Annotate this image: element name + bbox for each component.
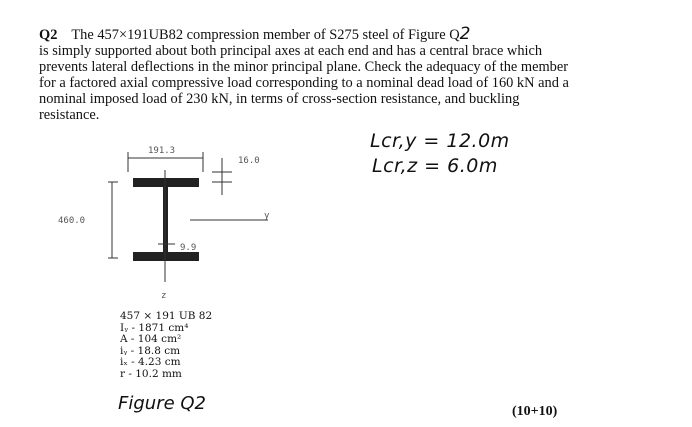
y-axis-label: y: [264, 211, 270, 221]
flange-thickness-dimension: [212, 158, 232, 195]
handwritten-lcr-y: Lcr,y = 12.0m: [370, 130, 510, 152]
height-label: 460.0: [58, 216, 85, 226]
question-line-5: nominal imposed load of 230 kN, in terms…: [39, 91, 520, 107]
bottom-flange: [133, 252, 199, 261]
question-line-3: prevents lateral deflections in the mino…: [39, 59, 569, 75]
web-thickness-label: 9.9: [180, 243, 196, 253]
figure-caption: Figure Q2: [118, 393, 207, 414]
question-line-2: is simply supported about both principal…: [39, 43, 543, 59]
handwritten-correction: 2: [459, 24, 471, 44]
width-dimension: [127, 152, 204, 172]
property-radius-z: iₓ - 4.23 cm: [120, 356, 181, 368]
property-root-radius: r - 10.2 mm: [120, 367, 182, 380]
top-flange: [133, 178, 199, 187]
property-area: A - 104 cm²: [120, 333, 182, 345]
property-iy: Iᵧ - 1871 cm⁴: [120, 321, 189, 334]
height-dimension: [108, 181, 118, 259]
width-label: 191.3: [148, 146, 175, 156]
property-radius-y: iᵧ - 18.8 cm: [120, 344, 181, 357]
question-line-6: resistance.: [39, 107, 100, 123]
marks-allocation: (10+10): [512, 404, 558, 419]
section-properties: 457 × 191 UB 82 Iᵧ - 1871 cm⁴ A - 104 cm…: [120, 310, 213, 380]
handwritten-lcr-z: Lcr,z = 6.0m: [372, 155, 498, 177]
flange-thickness-label: 16.0: [238, 156, 260, 166]
section-designation: 457 × 191 UB 82: [120, 310, 213, 322]
question-number: Q2: [39, 27, 58, 43]
question-line-4: for a factored axial compressive load co…: [39, 75, 569, 91]
z-axis-label: z: [161, 291, 166, 301]
